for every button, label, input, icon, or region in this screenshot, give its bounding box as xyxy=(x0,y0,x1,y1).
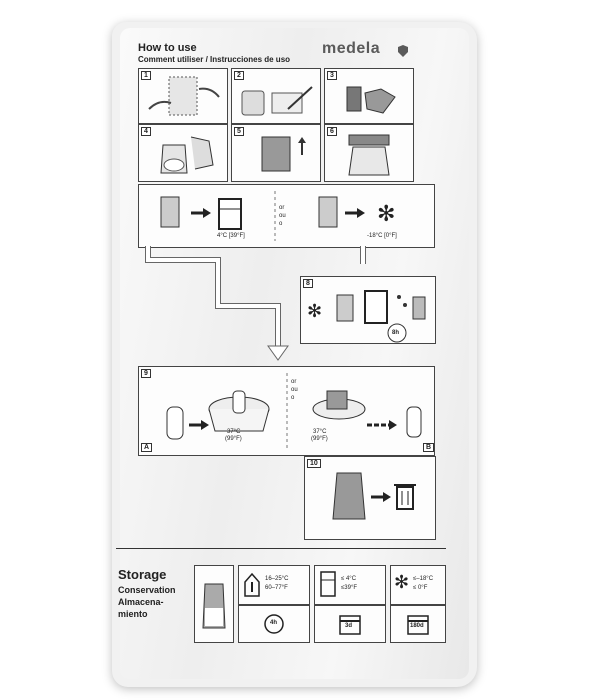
step-3-panel: 3 xyxy=(324,68,414,124)
seal-bag-illustration xyxy=(348,134,390,176)
step-10-number: 10 xyxy=(307,459,321,468)
svg-text:✻: ✻ xyxy=(377,202,395,227)
freezer-time: 180d xyxy=(410,623,424,629)
tear-bag-illustration xyxy=(148,76,220,116)
write-label-illustration xyxy=(241,86,313,116)
instructions-subtitle: Comment utiliser / Instrucciones de uso xyxy=(138,55,291,64)
brand-logo: medela xyxy=(322,40,381,57)
warm-temp-a-f-label: (99°F) xyxy=(225,436,242,442)
storage-sub-fr: Conservation xyxy=(118,585,176,595)
fridge-temp-cell: ≤ 4°C ≤39°F xyxy=(314,565,386,605)
fridge-or-freeze-illustration: ✻ xyxy=(160,191,395,241)
room-house-icon xyxy=(244,572,260,597)
step-8-number: 8 xyxy=(303,279,313,288)
step-6-number: 6 xyxy=(327,127,337,136)
step-9-number: 9 xyxy=(141,369,151,378)
storage-sub-es-2: miento xyxy=(118,609,148,619)
calendar-long-icon xyxy=(407,615,429,635)
step-8-panel: 8 ✻ 8h xyxy=(300,276,436,344)
step-4-panel: 4 xyxy=(138,124,228,182)
fridge-time-cell: 3d xyxy=(314,605,386,643)
room-temp-f: 60–77°F xyxy=(265,585,288,591)
freezer-temp-f: ≤ 0°F xyxy=(413,585,428,591)
o-label-2: o xyxy=(291,395,295,401)
thaw-time-label: 8h xyxy=(392,330,400,336)
or-label-2: or xyxy=(291,379,297,385)
thaw-in-fridge-illustration: ✻ xyxy=(307,290,426,343)
snowflake-icon: ✻ xyxy=(394,572,410,592)
fridge-temp-f: ≤39°F xyxy=(341,585,358,591)
storage-bag-cell xyxy=(194,565,234,643)
step-9-panel: 9 37°C (99°F) or ou o 37°C (99°F) A B xyxy=(138,366,435,456)
freezer-temp-c: ≤–18°C xyxy=(413,576,434,582)
or-label-1: or xyxy=(279,205,285,211)
ou-label-1: ou xyxy=(279,213,286,219)
calendar-icon xyxy=(339,615,361,635)
option-b-label: B xyxy=(423,443,435,452)
step-4-number: 4 xyxy=(141,127,151,136)
storage-section: Storage Conservation Almacena- miento 16… xyxy=(116,548,446,645)
warm-temp-b-label: 37°C xyxy=(313,429,327,435)
fridge-temp-label: 4°C [39°F] xyxy=(217,233,245,239)
svg-text:✻: ✻ xyxy=(307,301,322,322)
storage-sub-es-1: Almacena- xyxy=(118,597,164,607)
freeze-temp-label: -18°C [0°F] xyxy=(367,233,397,239)
room-time-cell: 4h xyxy=(238,605,310,643)
step-6-panel: 6 xyxy=(324,124,414,182)
flow-arrows xyxy=(145,246,366,361)
pour-milk-illustration xyxy=(160,136,214,174)
freezer-time-cell: 180d xyxy=(390,605,446,643)
step-5-panel: 5 xyxy=(231,124,321,182)
step-5-number: 5 xyxy=(234,127,244,136)
step-2-panel: 2 xyxy=(231,68,321,124)
remove-air-illustration xyxy=(261,136,306,172)
option-a-label: A xyxy=(141,443,153,452)
room-temp-c: 16–25°C xyxy=(265,576,289,582)
brand-mark-icon xyxy=(396,44,410,63)
clock-icon xyxy=(264,614,284,634)
warm-milk-illustration xyxy=(166,373,422,449)
open-bag-illustration xyxy=(346,86,396,114)
freezer-temp-cell: ✻ ≤–18°C ≤ 0°F xyxy=(390,565,446,605)
discard-bag-illustration xyxy=(332,472,416,520)
fridge-temp-c: ≤ 4°C xyxy=(341,576,357,582)
step-2-number: 2 xyxy=(234,71,244,80)
step-1-panel: 1 xyxy=(138,68,228,124)
fridge-time: 3d xyxy=(345,623,353,629)
o-label-1: o xyxy=(279,221,283,227)
step-10-panel: 10 xyxy=(304,456,436,540)
storage-title: Storage xyxy=(118,567,167,582)
warm-temp-a-label: 37°C xyxy=(227,429,241,435)
step-1-number: 1 xyxy=(141,71,151,80)
step-3-number: 3 xyxy=(327,71,337,80)
milk-bag-icon xyxy=(202,583,226,629)
ou-label-2: ou xyxy=(291,387,298,393)
warm-temp-b-f-label: (99°F) xyxy=(311,436,328,442)
fridge-icon xyxy=(320,571,336,597)
room-time: 4h xyxy=(270,620,278,626)
room-temp-cell: 16–25°C 60–77°F xyxy=(238,565,310,605)
instructions-title: How to use xyxy=(138,42,197,54)
step-7-panel: ✻ 4°C [39°F] or ou o -18°C [0°F] xyxy=(138,184,435,248)
